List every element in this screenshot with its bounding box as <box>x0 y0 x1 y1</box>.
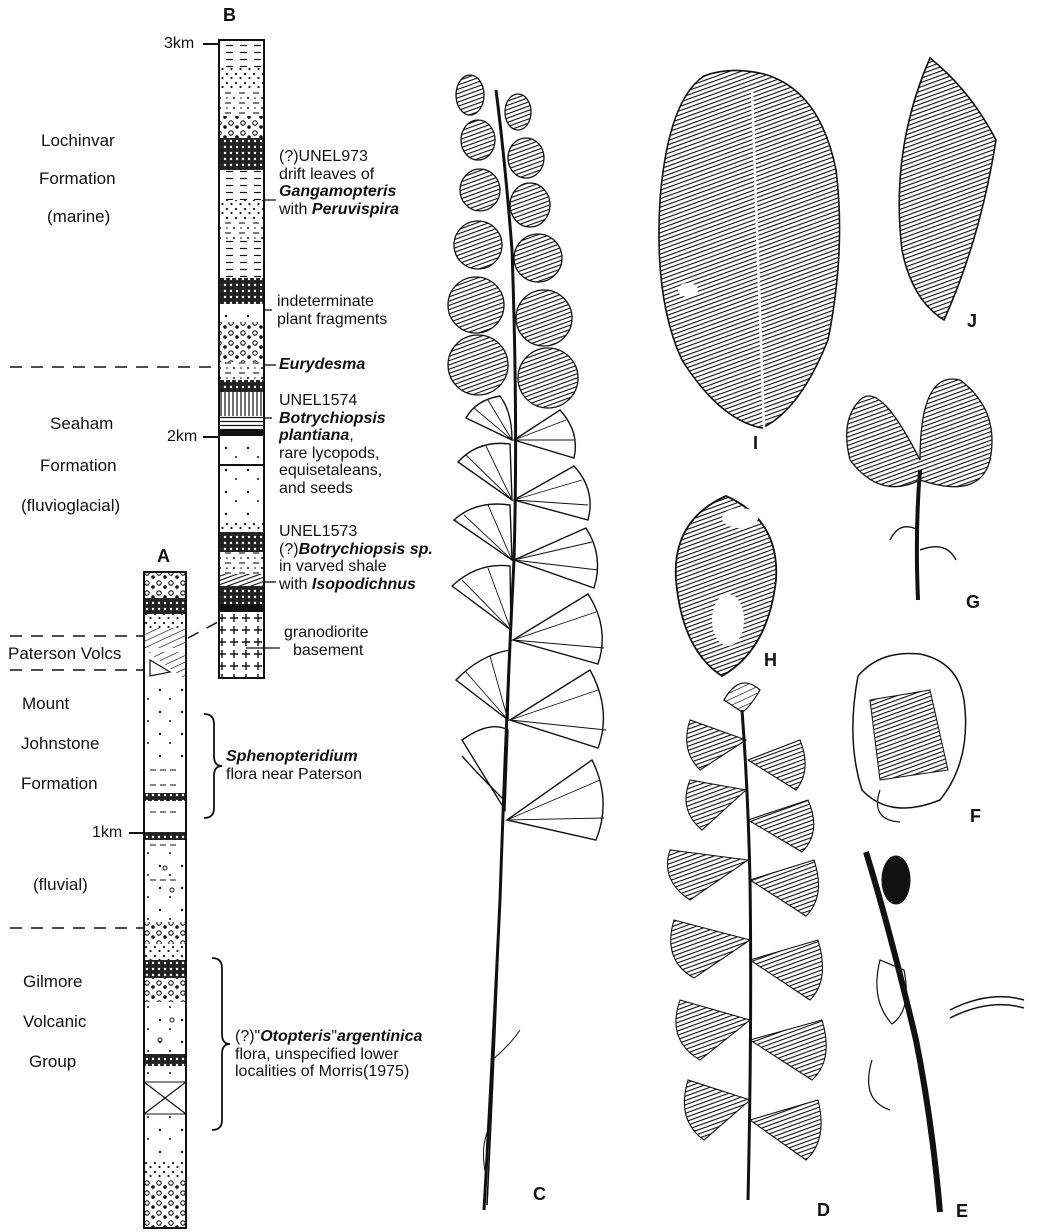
unel1573-ichno: Isopodichnus <box>312 576 416 593</box>
unel1573-query: (?) <box>279 541 299 558</box>
indeterminate-l2: plant fragments <box>277 311 387 329</box>
otopteris-l2: flora, unspecified lower <box>235 1046 422 1064</box>
otopteris-genus: Otopteris <box>260 1028 331 1045</box>
column-b-label: B <box>223 5 236 26</box>
otopteris-species: argentinica <box>337 1028 422 1045</box>
granodiorite-l1: granodiorite <box>284 624 369 642</box>
specimen-e-axis <box>866 852 1024 1212</box>
plate-label-j: J <box>967 311 977 332</box>
unel973-with: with <box>279 201 312 218</box>
unel1574-species: plantiana <box>279 427 349 444</box>
tick-3km: 3km <box>164 35 194 53</box>
plate-label-c: C <box>533 1184 546 1205</box>
plate-label-e: E <box>956 1201 968 1222</box>
plate-label-h: H <box>764 650 777 671</box>
plate-label-i: I <box>753 433 758 454</box>
paterson-volcs: Paterson Volcs <box>8 644 121 664</box>
plate-label-d: D <box>817 1200 830 1221</box>
seaham-env: (fluvioglacial) <box>21 496 120 516</box>
annotation-otopteris: (?)"Otopteris"argentinica flora, unspeci… <box>235 1028 422 1081</box>
unel1574-id: UNEL1574 <box>279 392 386 410</box>
unel973-taxon: Gangamopteris <box>279 183 399 201</box>
annotation-unel1574: UNEL1574 Botrychiopsis plantiana, rare l… <box>279 392 386 497</box>
lochinvar-env: (marine) <box>47 207 110 227</box>
plate-label-f: F <box>970 806 981 827</box>
unel1574-l6: and seeds <box>279 480 386 498</box>
unel1574-genus: Botrychiopsis <box>279 410 386 428</box>
mount-johnstone-1: Mount <box>22 694 69 714</box>
specimen-h-leaf <box>676 496 777 676</box>
specimen-j-leaf <box>899 58 996 320</box>
specimen-i-leaf <box>659 70 840 428</box>
sphenopteridium-taxon: Sphenopteridium <box>226 748 362 766</box>
gilmore-2: Volcanic <box>23 1012 86 1032</box>
annotation-granodiorite: granodiorite basement <box>284 624 369 659</box>
column-b <box>203 40 264 678</box>
otopteris-query: (?)" <box>235 1028 260 1045</box>
annotation-unel1573: UNEL1573 (?)Botrychiopsis sp. in varved … <box>279 523 433 593</box>
specimen-g-fragment <box>847 379 992 600</box>
unel973-id: (?)UNEL973 <box>279 148 399 166</box>
unel973-taxon2: Peruvispira <box>312 201 399 218</box>
unel1573-id: UNEL1573 <box>279 523 433 541</box>
granodiorite-l2: basement <box>284 642 369 660</box>
specimen-d-frond <box>668 683 827 1200</box>
specimen-f-fragment <box>853 653 966 822</box>
unel1574-comma: , <box>349 427 353 444</box>
column-a-label: A <box>157 546 170 567</box>
annotation-eurydesma: Eurydesma <box>279 356 365 374</box>
annotation-indeterminate: indeterminate plant fragments <box>277 293 387 328</box>
lochinvar-name: Lochinvar <box>41 131 115 151</box>
gilmore-3: Group <box>29 1052 76 1072</box>
fluvial-label: (fluvial) <box>33 875 88 895</box>
sphenopteridium-l2: flora near Paterson <box>226 766 362 784</box>
mount-johnstone-2: Johnstone <box>21 734 99 754</box>
unel1574-l4: rare lycopods, <box>279 445 386 463</box>
unel1573-with: with <box>279 576 312 593</box>
annotation-sphenopteridium: Sphenopteridium flora near Paterson <box>226 748 362 783</box>
indeterminate-l1: indeterminate <box>277 293 387 311</box>
lochinvar-type: Formation <box>39 169 116 189</box>
seaham-name: Seaham <box>50 414 113 434</box>
otopteris-l3: localities of Morris(1975) <box>235 1063 422 1081</box>
tick-2km: 2km <box>167 428 197 446</box>
unel1574-l5: equisetaleans, <box>279 462 386 480</box>
seaham-type: Formation <box>40 456 117 476</box>
tick-1km: 1km <box>92 824 122 842</box>
specimen-c-frond <box>448 75 606 1210</box>
mount-johnstone-3: Formation <box>21 774 98 794</box>
annotation-unel973: (?)UNEL973 drift leaves of Gangamopteris… <box>279 148 399 218</box>
unel1573-l3: in varved shale <box>279 558 433 576</box>
unel1573-taxon: Botrychiopsis sp. <box>299 541 433 558</box>
unel973-text: drift leaves of <box>279 166 399 184</box>
plate-label-g: G <box>966 592 980 613</box>
gilmore-1: Gilmore <box>23 972 83 992</box>
